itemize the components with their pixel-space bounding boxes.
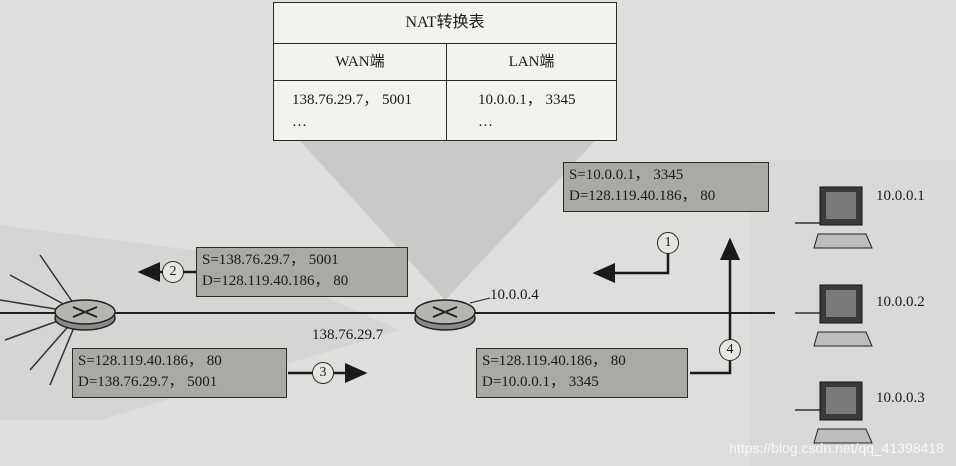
host-computer-icon: [813, 381, 873, 444]
nat-translation-table: NAT转换表 WAN端 LAN端 138.76.29.7， 5001 … 10.…: [273, 2, 617, 141]
nat-router-icon: [414, 299, 476, 331]
packet-2-destination: D=128.119.40.186， 80: [202, 273, 349, 289]
column-divider: [446, 44, 447, 140]
arrow-step-4: [690, 237, 740, 375]
step-3-marker: 3: [312, 362, 334, 384]
host-2-address: 10.0.0.2: [876, 294, 925, 310]
packet-1: S=10.0.0.1， 3345 D=128.119.40.186， 80: [563, 162, 769, 212]
packet-3-destination: D=138.76.29.7， 5001: [78, 374, 218, 390]
lan-entry: 10.0.0.1， 3345: [478, 92, 576, 108]
wan-column-header: WAN端: [274, 44, 446, 81]
nat-cone: [300, 141, 595, 300]
packet-1-source: S=10.0.0.1， 3345: [569, 167, 684, 183]
watermark: https://blog.csdn.net/qq_41398418: [729, 440, 944, 456]
step-1-marker: 1: [657, 232, 679, 254]
lan-column-header: LAN端: [447, 44, 616, 81]
router-lan-address: 10.0.0.4: [490, 287, 539, 303]
router-lan-leader: [469, 297, 491, 304]
host-computer-icon: [813, 186, 873, 249]
packet-3: S=128.119.40.186， 80 D=138.76.29.7， 5001: [72, 348, 287, 398]
packet-3-source: S=128.119.40.186， 80: [78, 353, 222, 369]
step-4-marker: 4: [719, 339, 741, 361]
router-wan-address: 138.76.29.7: [312, 327, 384, 343]
internet-router-icon: [54, 299, 116, 331]
step-2-marker: 2: [162, 261, 184, 283]
host-computer-icon: [813, 284, 873, 347]
packet-4: S=128.119.40.186， 80 D=10.0.0.1， 3345: [476, 348, 688, 398]
packet-4-destination: D=10.0.0.1， 3345: [482, 374, 599, 390]
lan-more: …: [478, 114, 493, 130]
packet-2: S=138.76.29.7， 5001 D=128.119.40.186， 80: [196, 247, 408, 297]
wan-entry: 138.76.29.7， 5001: [292, 92, 413, 108]
nat-table-title: NAT转换表: [274, 3, 616, 44]
packet-1-destination: D=128.119.40.186， 80: [569, 188, 716, 204]
host-links: [795, 222, 820, 411]
host-3-address: 10.0.0.3: [876, 390, 925, 406]
packet-2-source: S=138.76.29.7， 5001: [202, 252, 339, 268]
packet-4-source: S=128.119.40.186， 80: [482, 353, 626, 369]
wan-more: …: [292, 114, 307, 130]
host-1-address: 10.0.0.1: [876, 188, 925, 204]
